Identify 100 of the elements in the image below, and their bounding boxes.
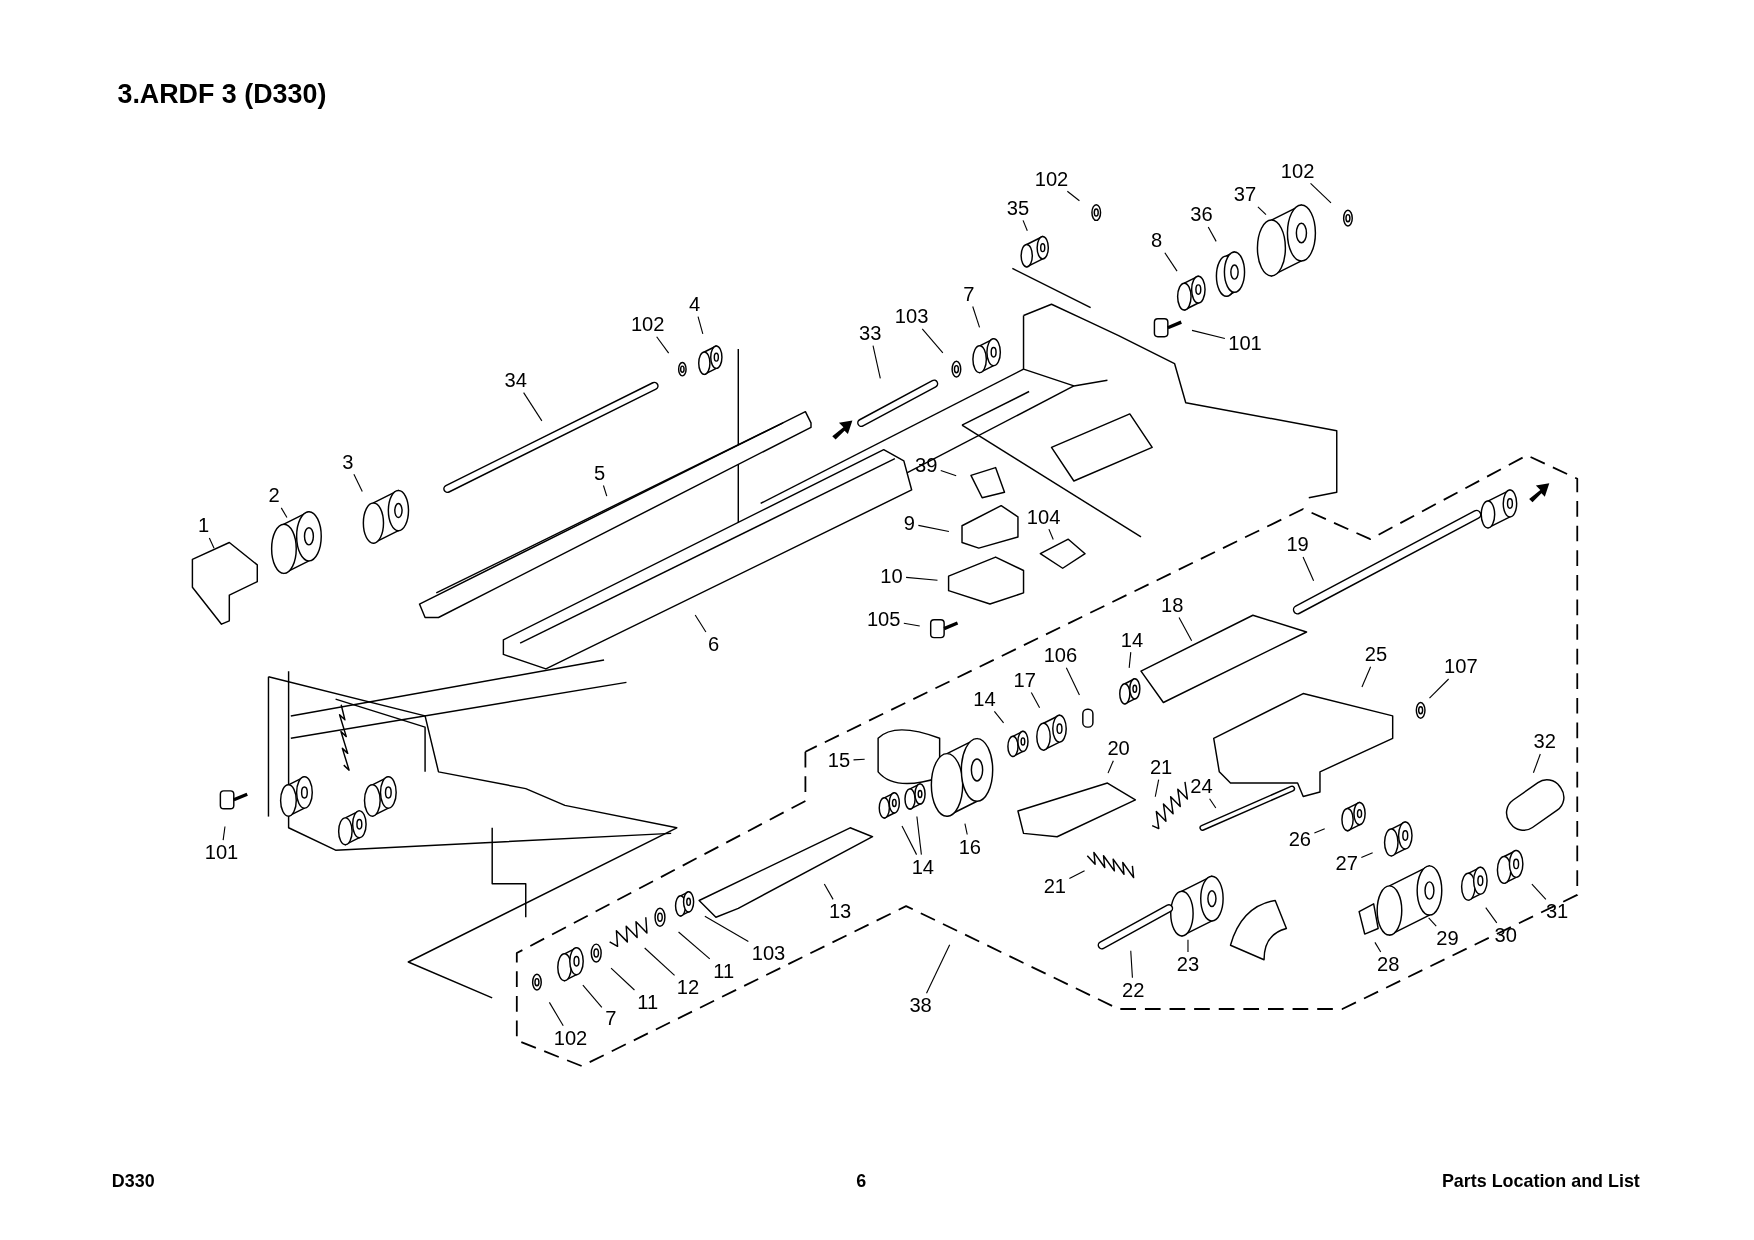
callout-number: 34 [503,370,528,391]
callout-number: 106 [1042,645,1079,666]
callout-number: 21 [1148,757,1174,778]
callout-number: 10 [879,566,904,587]
callout-number: 35 [1005,198,1031,219]
leader-line [610,967,635,991]
leader-line [678,931,711,960]
leader-line [1178,616,1193,642]
callout-number: 26 [1287,828,1313,850]
callout-number: 3 [341,451,355,473]
leader-line [694,614,707,633]
callout-number: 36 [1189,204,1214,225]
leader-line [1485,907,1498,924]
callout-number: 102 [629,314,666,335]
leader-line [917,524,950,533]
footer-text: D330 [111,1171,155,1192]
leader-line [1128,651,1132,669]
leader-line [1428,678,1450,699]
leader-line [523,392,543,422]
callout-number: 25 [1363,644,1389,665]
leader-line [1065,667,1080,696]
callout-number: 102 [552,1028,589,1049]
callout-number: 6 [706,634,721,655]
callout-number: 29 [1435,928,1460,949]
leader-line [1066,190,1080,202]
leader-line [1107,760,1114,774]
leader-line [1207,226,1217,242]
leader-line [1374,941,1382,953]
leader-line [1187,939,1189,953]
callout-number: 105 [865,609,902,630]
leader-line [1154,779,1160,798]
leader-line [222,825,226,841]
leader-line [1048,528,1054,540]
callout-number: 15 [826,750,852,771]
callout-number: 33 [857,323,883,344]
callout-number: 103 [893,306,930,327]
leader-line [602,484,608,497]
callout-number: 32 [1532,731,1558,752]
callout-number: 4 [687,294,702,315]
callout-number: 23 [1175,954,1201,975]
leader-line [903,622,921,627]
page-number: 6 [856,1171,867,1192]
leader-line [548,1001,564,1027]
callout-number: 1 [196,515,211,536]
callout-number: 22 [1120,979,1146,1001]
callout-number: 9 [902,513,917,534]
callout-number: 104 [1025,506,1062,527]
leader-line [1310,182,1332,204]
leader-line [1302,556,1315,582]
page-title: 3.ARDF 3 (D330) [117,78,327,110]
leader-line [353,473,363,493]
callout-number: 103 [750,943,787,964]
leader-line [940,469,957,477]
callout-number: 38 [908,995,933,1016]
callout-number: 28 [1375,954,1401,975]
leader-line [1030,691,1041,709]
callout-number: 101 [1227,333,1263,354]
callout-number: 102 [1279,161,1316,182]
callout-number: 18 [1160,595,1185,616]
callout-number: 102 [1033,168,1070,190]
leader-line [704,915,749,942]
leader-line [1130,950,1133,979]
leader-line [921,328,944,354]
leader-line [1531,883,1547,900]
callout-number: 7 [604,1007,618,1028]
callout-number: 19 [1285,534,1310,555]
callout-number: 11 [636,992,660,1013]
callout-number: 101 [203,842,240,863]
callout-number: 8 [1149,230,1164,251]
callout-number: 14 [972,689,997,710]
callout-number: 11 [712,960,736,982]
leader-line [1068,870,1086,880]
leader-line [964,823,968,836]
leader-line [852,758,866,761]
callout-number: 16 [957,836,983,857]
leader-line [1428,917,1437,927]
leader-line [1164,252,1178,272]
leader-line [1191,329,1226,340]
leader-line [644,947,676,976]
leader-line [1313,828,1326,834]
leader-line [1361,666,1372,688]
footer-text: Parts Location and List [1441,1171,1640,1192]
callout-number: 20 [1106,738,1131,759]
leader-line [208,537,215,549]
callout-number: 12 [675,977,701,998]
leader-line [280,507,288,519]
callout-number: 24 [1189,776,1214,797]
leader-line [697,316,704,335]
callout-number: 27 [1334,853,1360,874]
leader-line [901,825,918,856]
callout-number: 14 [910,856,936,877]
leader-line [823,883,834,900]
leader-line [582,984,603,1008]
leader-line [993,710,1005,724]
leader-line [872,345,881,380]
callout-number: 5 [592,463,607,484]
callout-number: 30 [1493,925,1518,946]
callout-number: 14 [1119,629,1145,650]
leader-line [925,944,951,994]
leader-line [916,815,922,856]
